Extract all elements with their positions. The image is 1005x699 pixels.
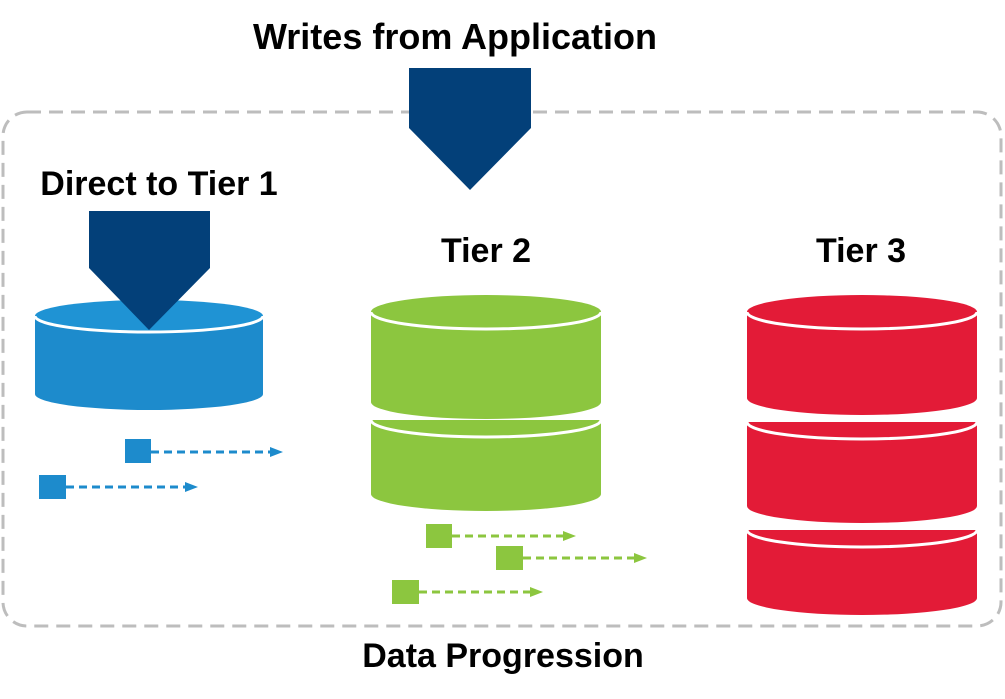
data-progression-label: Data Progression: [362, 637, 644, 675]
tier3-top: [747, 295, 977, 329]
direct-to-tier1-label: Direct to Tier 1: [40, 165, 277, 203]
tier1-data-block-2: [39, 475, 198, 499]
tier2-rim-middle: [369, 419, 603, 439]
tier2-label: Tier 2: [441, 232, 531, 270]
tier2-data-block-2: [496, 546, 647, 570]
tier1-data-block-1: [125, 439, 283, 463]
writes-from-application-label: Writes from Application: [253, 16, 657, 57]
tier2-data-block-1: [426, 524, 576, 548]
tier3-disk-middle: [747, 422, 977, 523]
tier3-disk-bottom: [747, 530, 977, 615]
tier3-disk-top: [747, 312, 977, 415]
tier1-cylinder-rim: [33, 315, 265, 334]
tier3-rim-lower: [745, 529, 979, 549]
tier1-cylinder-body: [35, 316, 263, 410]
tier2-disk-upper: [371, 312, 601, 419]
write-arrow-application-icon: [409, 68, 531, 190]
tier2-disk-lower: [371, 420, 601, 511]
tier2-top: [371, 295, 601, 329]
tier2-data-block-3: [392, 580, 543, 604]
tier3-rim-top: [745, 311, 979, 331]
tier2-cylinder-stack: [369, 295, 603, 511]
tier2-rim-top: [369, 311, 603, 331]
tier3-rim-upper: [745, 421, 979, 441]
tier3-label: Tier 3: [816, 232, 906, 270]
tier3-cylinder-stack: [745, 295, 979, 615]
write-arrow-tier1-icon: [89, 211, 210, 330]
